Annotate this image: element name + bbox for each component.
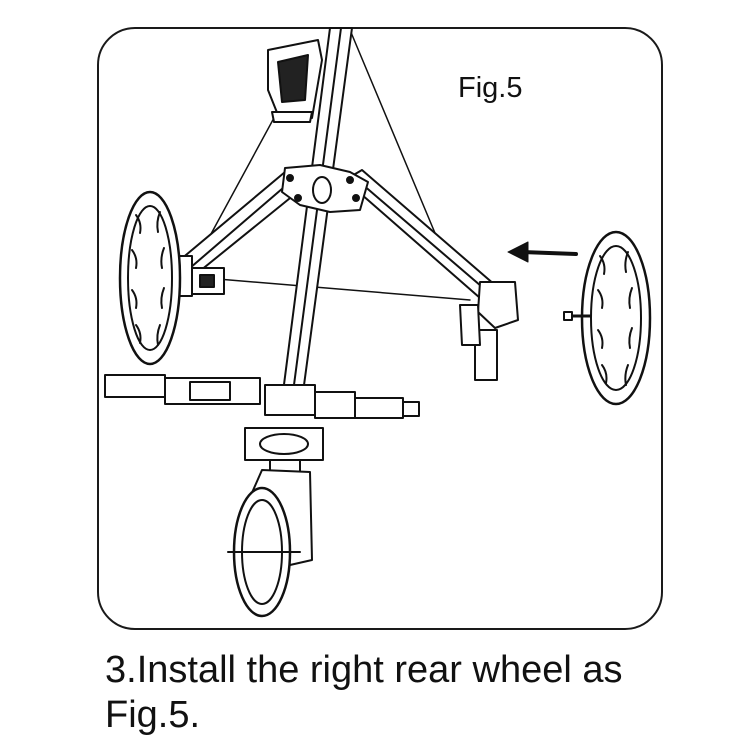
front-handlebar <box>104 374 420 419</box>
right-rear-leg <box>344 169 496 299</box>
left-rear-wheel <box>118 190 182 366</box>
right-axle-mount <box>459 281 519 381</box>
caption-line-1: 3.Install the right rear wheel as <box>105 649 623 691</box>
figure-frame <box>97 27 663 630</box>
direction-arrow <box>507 241 578 263</box>
caption: 3.Install the right rear wheel as Fig.5. <box>105 648 725 738</box>
top-bracket <box>267 39 323 123</box>
hinge-hub <box>281 164 369 213</box>
figure-label: Fig.5 <box>458 72 523 104</box>
cart-illustration <box>104 27 652 618</box>
caption-line-2: Fig.5. <box>105 694 201 736</box>
front-wheel <box>227 486 301 618</box>
right-rear-wheel <box>563 230 652 406</box>
